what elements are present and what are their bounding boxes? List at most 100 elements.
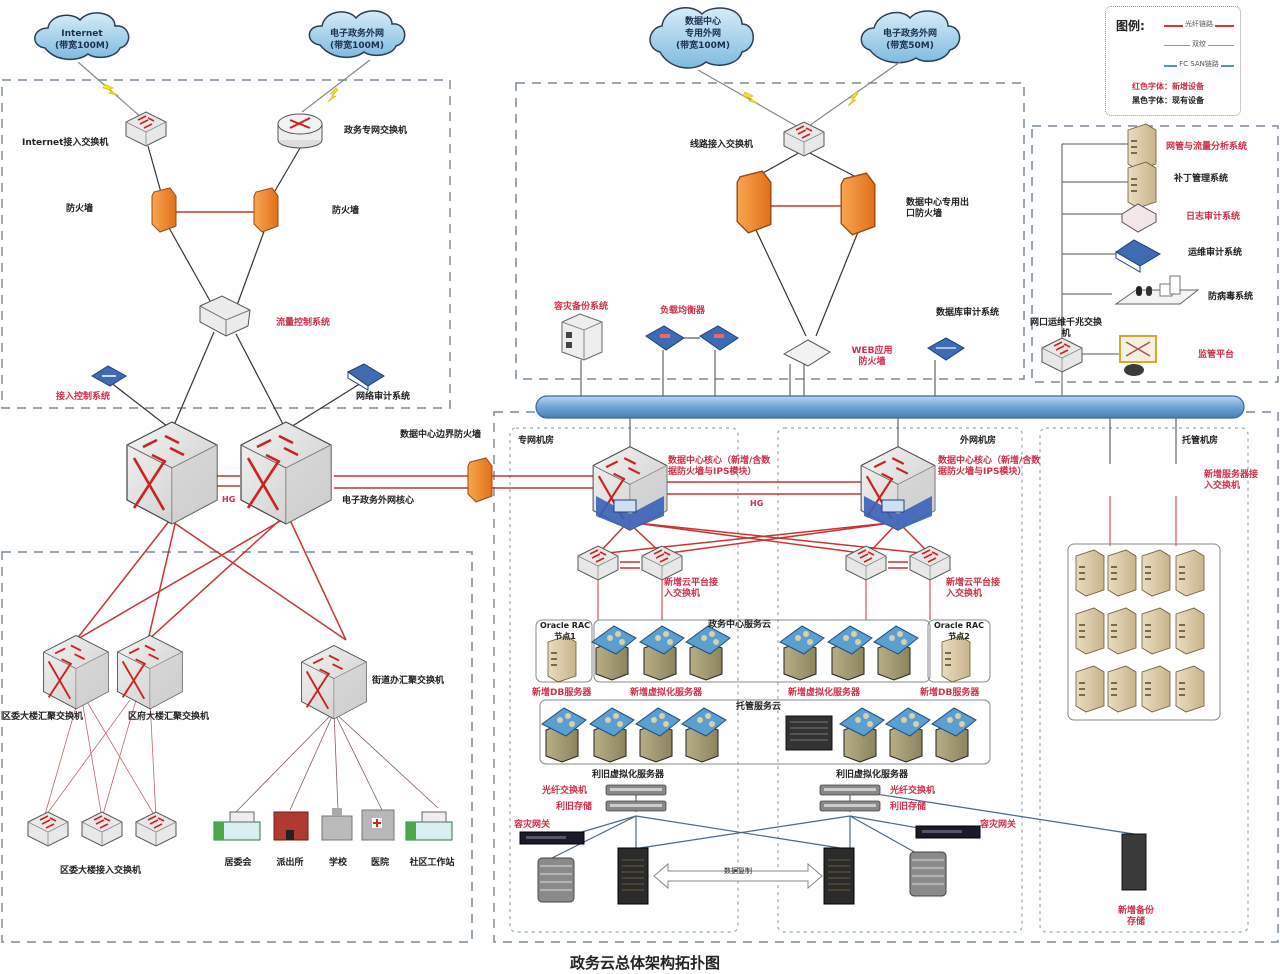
virt-servers-hosted <box>541 707 977 763</box>
label-log-audit: 日志审计系统 <box>1186 212 1241 222</box>
agg-switch-2-icon <box>116 634 184 710</box>
label-existing-storage-extranet: 利旧存储 <box>890 802 927 812</box>
dc-egress-fw-left-icon <box>736 170 772 234</box>
cloud-internet-line1: Internet <box>61 29 103 39</box>
label-waf: WEB应用防火墙 <box>851 346 893 367</box>
cloud-internet <box>34 12 130 61</box>
dc-egress-fw-right-icon <box>840 172 876 236</box>
label-extranet-room: 外网机房 <box>960 436 997 446</box>
cloud-gov-extranet <box>308 10 406 59</box>
existing-storage-right-icon <box>819 800 881 812</box>
label-cloud-access-extranet: 新增云平台接入交换机 <box>946 578 1001 599</box>
ops-audit-icon <box>1115 239 1162 273</box>
label-endpoint-school: 学校 <box>328 858 348 868</box>
legend-item-twisted: 双绞 <box>1164 39 1234 51</box>
traffic-control-icon <box>199 295 251 337</box>
firewall-left-icon <box>151 187 177 233</box>
label-gateway-extranet: 容灾网关 <box>980 820 1017 830</box>
legend-note-existing: 黑色字体：现有设备 <box>1132 96 1204 105</box>
log-audit-icon <box>1121 203 1157 233</box>
dc-core-private-icon <box>592 445 668 532</box>
label-db-server-extranet: 新增DB服务器 <box>920 688 980 698</box>
cloud-gov2-line2: (带宽50M) <box>886 39 934 51</box>
line-access-switch-icon <box>783 121 825 157</box>
building-community-icon <box>405 811 453 841</box>
label-private-room: 专网机房 <box>518 436 555 446</box>
label-existing-virt-private: 利旧虚拟化服务器 <box>592 770 665 780</box>
label-virt-server-private: 新增虚拟化服务器 <box>630 688 703 698</box>
backbone-bus <box>535 395 1245 419</box>
blade-chassis-icon <box>785 715 833 751</box>
security-system-icon <box>561 313 603 361</box>
label-street-agg-switch: 街道办汇聚交换机 <box>372 676 445 686</box>
label-fiber-switch-extranet: 光纤交换机 <box>890 786 936 796</box>
hosted-servers-grid <box>1075 549 1205 713</box>
wan-lightning-icons <box>102 83 859 107</box>
label-ops-switch: 网口运维千兆交换机 <box>1030 318 1103 339</box>
wan-links <box>77 59 901 129</box>
zone-hosted-room <box>1039 427 1249 933</box>
label-dc-border-fw: 数据中心边界防火墙 <box>400 430 482 440</box>
net-audit-icon <box>347 363 385 391</box>
label-dc-core-extranet: 数据中心核心（新增/含数据防火墙与IPS模块） <box>938 456 1041 477</box>
zone-agg <box>1 551 473 943</box>
label-core-hg: HG <box>222 495 236 504</box>
building-neighborhood-icon <box>213 811 261 841</box>
oracle-node1-server-icon <box>547 635 577 683</box>
zone-dc-egress <box>515 82 1025 380</box>
label-net-audit: 网络审计系统 <box>356 392 411 402</box>
label-backup-storage: 新增备份存储 <box>1117 906 1154 927</box>
label-line-access-switch: 线路接入交换机 <box>690 140 754 150</box>
label-internet-access-switch: Internet接入交换机 <box>22 138 109 148</box>
label-hosted-room: 托管机房 <box>1182 436 1219 446</box>
label-dc-egress-fw: 数据中心专用出口防火墙 <box>906 198 970 219</box>
patch-mgmt-icon <box>1127 161 1157 209</box>
legend-item-fc: FC SAN链路 <box>1164 59 1234 71</box>
access-switch-3-icon <box>135 811 177 847</box>
label-firewall-left: 防火墙 <box>66 204 94 214</box>
label-security-system: 容灾备份系统 <box>554 302 609 312</box>
firewall-right-icon <box>253 187 279 233</box>
legend-heading: 图例: <box>1116 19 1145 33</box>
cloud-access-switch-4-icon <box>909 545 951 581</box>
oracle-node2-box <box>927 619 991 683</box>
cloud-access-switch-3-icon <box>845 545 887 581</box>
label-hosted-access: 新增服务器接入交换机 <box>1204 470 1259 491</box>
label-monitor-platform: 监管平台 <box>1198 350 1235 360</box>
hosted-server-box <box>1067 543 1221 721</box>
label-dc-hg: HG <box>750 499 764 508</box>
building-school-icon <box>321 808 353 841</box>
waf-icon <box>782 339 831 367</box>
building-police-icon <box>273 811 309 841</box>
label-load-balancer: 负载均衡器 <box>660 306 706 316</box>
label-endpoint-neighborhood: 居委会 <box>224 858 252 868</box>
zone-ops <box>1031 125 1279 383</box>
label-existing-storage-private: 利旧存储 <box>556 802 593 812</box>
cloud-gov-extranet-2 <box>860 10 961 64</box>
label-antivirus: 防病毒系统 <box>1208 292 1254 302</box>
legend-item-fiber: 光纤链路 <box>1164 19 1234 31</box>
label-existing-virt-extranet: 利旧虚拟化服务器 <box>836 770 909 780</box>
legend: 图例: 光纤链路 双绞 FC SAN链路 红色字体：新增设备 黑色字体：现有设备 <box>1105 6 1241 116</box>
gateway-left-icon <box>519 831 585 845</box>
core-links <box>75 475 594 641</box>
label-dc-core-private: 数据中心核心（新增/含数据防火墙与IPS模块） <box>668 456 771 477</box>
cloud-gov2-line1: 电子政务外网 <box>883 27 937 39</box>
label-hosted-cloud: 托管服务云 <box>736 702 782 712</box>
gateway-right-icon <box>915 825 981 839</box>
cloud-access-switch-2-icon <box>641 545 683 581</box>
label-ops-audit: 运维审计系统 <box>1188 248 1243 258</box>
core-switch-left-icon <box>125 420 219 526</box>
cloud-internet-line2: (带宽100M) <box>55 39 109 51</box>
label-firewall-right: 防火墙 <box>332 206 360 216</box>
fiber-switch-left-icon <box>605 784 667 796</box>
access-switch-2-icon <box>81 811 123 847</box>
core-switch-right-icon <box>239 420 333 526</box>
disk-array-right-icon <box>909 851 947 897</box>
gov-private-router-icon <box>277 113 323 149</box>
cloud-gov-extranet-line2: (带宽100M) <box>330 39 384 51</box>
label-replication: 数据复制 <box>724 867 752 875</box>
cloud-dc-line3: (带宽100M) <box>676 39 730 51</box>
label-oracle-node1: Oracle RAC 节点1 <box>539 621 591 641</box>
